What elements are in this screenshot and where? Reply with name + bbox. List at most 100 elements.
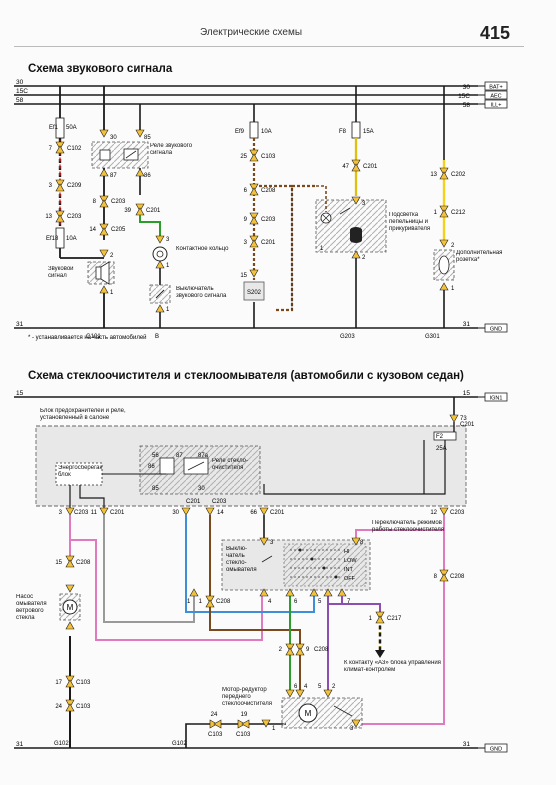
pin-66: 66 <box>250 510 257 516</box>
brown-lighting-wire <box>243 104 294 328</box>
c205-label: C205 <box>111 227 126 233</box>
c103-c-pin: 24 <box>211 712 218 718</box>
c208-d-pin-9: 9 <box>306 647 310 653</box>
c202-label: C202 <box>451 172 466 178</box>
washer-pump: M <box>59 555 81 630</box>
horn-footnote: * - устанавливается на часть автомобилей <box>28 334 147 341</box>
horn-label: Звуковой сигнал <box>48 266 74 279</box>
ring-pin-3: 3 <box>166 237 170 243</box>
rail-15c-label: 15C <box>16 88 28 95</box>
block-output-connectors <box>65 507 449 516</box>
switch-pin-7: 7 <box>347 599 351 605</box>
s202-pin: 15 <box>240 273 247 279</box>
s202-label: S202 <box>247 290 262 296</box>
relay-pin-86: 86 <box>148 464 155 470</box>
c201-r1-label: C201 <box>186 499 201 505</box>
tag-gnd-wiper: GND <box>490 747 502 753</box>
wiper-rail-15-right: 15 <box>463 390 471 397</box>
horn-symbol <box>87 249 115 328</box>
ground-right-label: 31 <box>463 321 471 328</box>
rail-30-right-label: 30 <box>463 84 471 91</box>
ac-block-label: К контакту «A3» блока управления климат-… <box>344 660 441 673</box>
c201a-label: C201 <box>146 208 161 214</box>
c208-a-pin: 15 <box>55 560 62 566</box>
motor-pin-1: 1 <box>272 726 276 732</box>
switch-pin-6: 6 <box>294 599 298 605</box>
fuse-ef1-value: 50A <box>66 125 77 131</box>
c201c-label: C201 <box>363 164 378 170</box>
switch-label: Выключатель звукового сигнала <box>176 286 226 299</box>
c203-b-label: C203 <box>450 510 465 516</box>
c203-r1-label: C203 <box>212 499 227 505</box>
c203c-label: C203 <box>261 217 276 223</box>
ring-pin-1: 1 <box>166 263 170 269</box>
mode-hi: HI <box>344 549 350 555</box>
c103-left-connectors <box>65 675 75 712</box>
motor-pin-2: 2 <box>332 684 336 690</box>
page-number: 415 <box>480 23 511 43</box>
wiper-relay-label: Реле стекло- очистителя <box>212 458 248 471</box>
relay-pin-87a: 87a <box>198 453 209 459</box>
wiper-gnd-right: 31 <box>463 741 471 748</box>
wiper-rail-15-left: 15 <box>16 390 24 397</box>
connectors-col1 <box>55 141 65 223</box>
yellow-socket-wire <box>433 86 455 328</box>
socket-pin-2: 2 <box>451 243 455 249</box>
switch-pin-1: 1 <box>187 599 191 605</box>
wiper-gnd-left: 31 <box>16 741 24 748</box>
fuse-ef18-value: 10A <box>66 236 77 242</box>
relay-pin-85: 85 <box>152 486 159 492</box>
c201-top-label: C201 <box>460 422 475 428</box>
fuse-f8-label: F8 <box>339 129 347 135</box>
yellow-light-wire <box>292 86 387 328</box>
c103-b-label: C103 <box>76 704 91 710</box>
switch-pin-3: 3 <box>270 540 274 546</box>
mode-int: INT <box>344 567 354 573</box>
tag-gnd: GND <box>490 327 502 333</box>
c203a-label: C203 <box>67 214 82 220</box>
wiper-switch-assembly <box>189 537 371 604</box>
connectors-relay-out <box>99 195 145 236</box>
tag-aec: AEC <box>490 94 501 100</box>
c208-a-label: C208 <box>76 560 91 566</box>
wiper-wires <box>69 515 445 748</box>
fuse-f2-label: F2 <box>436 434 444 440</box>
c103-d-pin: 19 <box>241 712 248 718</box>
pin-30: 30 <box>172 510 179 516</box>
light-pin-1: 1 <box>320 246 324 252</box>
page-header-title: Электрические схемы <box>200 27 303 38</box>
c217-label: C217 <box>387 616 402 622</box>
socket-label: Дополнительная розетка* <box>456 250 502 263</box>
c201b-label: C201 <box>261 240 276 246</box>
socket-pin-1: 1 <box>451 286 455 292</box>
light-label: Подсветка пепельницы и прикуривателя <box>389 212 430 232</box>
middle-connectors <box>205 569 449 656</box>
tag-bat: BAT+ <box>489 85 503 91</box>
tag-ign1: IGN1 <box>490 396 503 402</box>
relay-pin-87: 87 <box>176 453 183 459</box>
wiper-motor: M <box>261 689 363 729</box>
horn-diagram-title: Схема звукового сигнала <box>28 63 173 75</box>
fuse-f8-value: 15A <box>363 129 374 135</box>
page-header <box>14 22 524 47</box>
pump-motor-icon: M <box>67 603 74 612</box>
switch-pin-4: 4 <box>268 599 272 605</box>
wiper-motor-icon: M <box>305 709 312 718</box>
c102-label: C102 <box>67 146 82 152</box>
relay-pin-85: 85 <box>144 135 151 141</box>
ground-g102b-label: G102 <box>172 741 187 747</box>
c201-a-label: C201 <box>110 510 125 516</box>
horn-pin-2: 2 <box>110 253 114 259</box>
c217-pin: 1 <box>369 616 373 622</box>
ground-g301-label: G301 <box>425 334 440 340</box>
switch-pin-1: 1 <box>166 307 170 313</box>
ground-g203-label: G203 <box>340 334 355 340</box>
c103-pin: 25 <box>240 154 247 160</box>
pin-12: 12 <box>430 510 437 516</box>
c201-b-label: C201 <box>270 510 285 516</box>
relay-pin-30: 30 <box>198 486 205 492</box>
relay-pin-86: 86 <box>144 173 151 179</box>
fuse-relay-block <box>35 397 467 512</box>
c203b-label: C203 <box>111 199 126 205</box>
c208-b-pin: 8 <box>434 574 438 580</box>
